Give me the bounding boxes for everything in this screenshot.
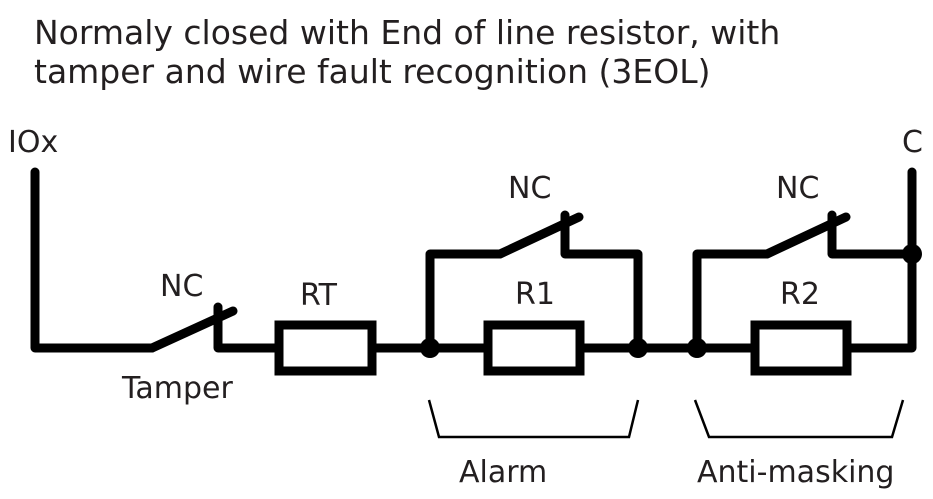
tamper-caption: Tamper (121, 371, 233, 406)
antimasking-switch-contact (827, 210, 917, 259)
antimasking-switch-blade (692, 212, 851, 353)
resistor-r1-label: R1 (515, 277, 555, 312)
junction-dot (628, 338, 648, 358)
antimasking-group-label: Anti-masking (697, 455, 894, 490)
junction-dot (687, 338, 707, 358)
c-wire (842, 167, 917, 353)
tamper-switch-type-label: NC (160, 269, 203, 304)
resistor-r1 (483, 320, 585, 376)
resistor-rt (274, 320, 377, 376)
tamper-branch (30, 167, 281, 353)
title-line-2: tamper and wire fault recognition (3EOL) (34, 52, 711, 91)
tamper-switch-contact (213, 302, 281, 353)
iox-wire (30, 167, 157, 353)
terminal-iox-label: IOx (8, 125, 58, 160)
alarm-group-label: Alarm (459, 455, 547, 490)
junction-dot (902, 244, 922, 264)
title-line-1: Normaly closed with End of line resistor… (34, 13, 780, 52)
antimasking-switch-type-label: NC (776, 171, 819, 206)
alarm-switch-type-label: NC (508, 171, 551, 206)
resistor-r2 (750, 320, 852, 376)
resistor-r2-label: R2 (780, 277, 820, 312)
alarm-brace (427, 399, 640, 439)
antimasking-brace (693, 399, 905, 439)
junction-dot (420, 338, 440, 358)
antimasking-block (687, 167, 922, 376)
alarm-switch-blade (425, 212, 584, 353)
resistor-rt-label: RT (300, 278, 338, 313)
alarm-block (420, 210, 757, 376)
alarm-switch-contact (560, 210, 643, 353)
terminal-c-label: C (902, 125, 923, 160)
